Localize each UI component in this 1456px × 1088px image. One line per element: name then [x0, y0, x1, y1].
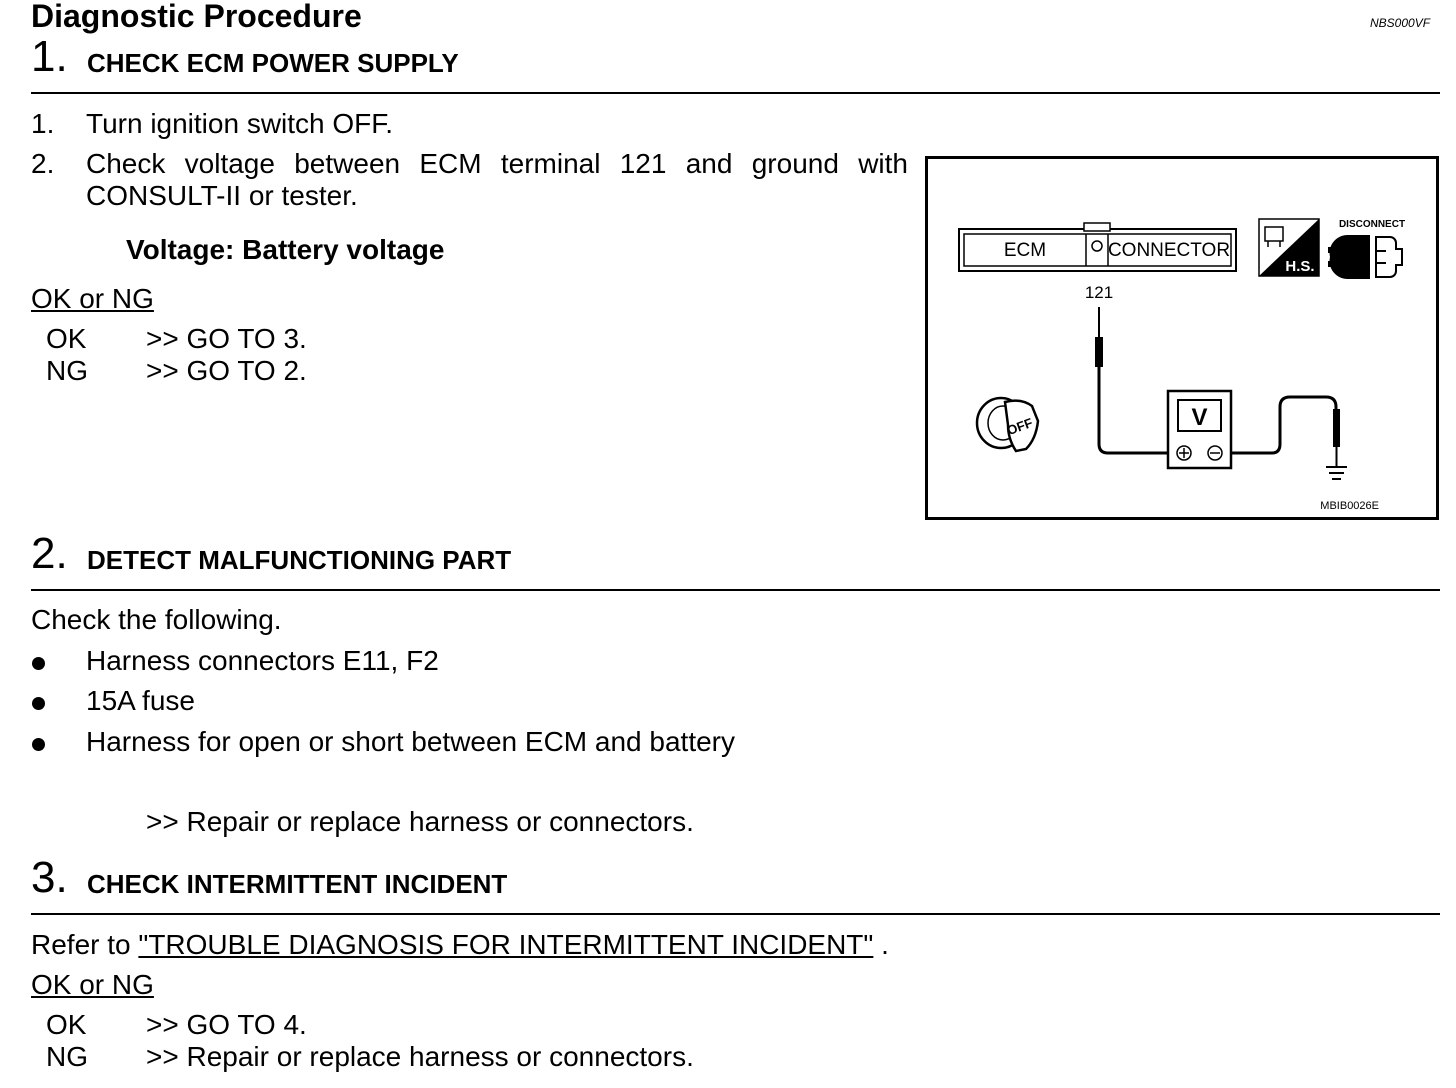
refer-prefix: Refer to — [31, 929, 139, 960]
step-2-bullet-3: Harness for open or short between ECM an… — [86, 726, 736, 757]
bullet-marker — [32, 697, 45, 710]
step-1-result-ok-code: OK — [46, 323, 87, 354]
step-1-item-2-line-1: Check voltage between ECM terminal 121 a… — [86, 148, 908, 179]
intermittent-incident-link[interactable]: "TROUBLE DIAGNOSIS FOR INTERMITTENT INCI… — [138, 929, 874, 960]
step-3-result-label: OK or NG — [31, 969, 154, 1000]
wiring-diagram: ECM CONNECTOR H.S. DISCONNECT 121 — [958, 218, 1405, 512]
step-2-intro: Check the following. — [31, 604, 282, 635]
negative-probe — [1231, 395, 1340, 467]
meter-label: V — [1191, 404, 1207, 431]
page-title: Diagnostic Procedure — [31, 0, 362, 34]
bullet-marker — [32, 738, 45, 751]
figure-code: MBIB0026E — [1320, 500, 1379, 512]
hs-label: H.S. — [1285, 258, 1314, 275]
connector-ecm-label: ECM — [1004, 240, 1046, 261]
disconnect-icon: DISCONNECT — [1328, 219, 1405, 280]
step-1-result-ok-action: >> GO TO 3. — [146, 323, 307, 354]
step-1-title: CHECK ECM POWER SUPPLY — [87, 48, 459, 78]
step-2-bullet-2: 15A fuse — [86, 685, 195, 716]
step-2-divider — [31, 589, 1440, 591]
terminal-label: 121 — [1085, 283, 1113, 302]
voltmeter: V — [1166, 389, 1233, 470]
step-1-item-1-number: 1. — [31, 108, 55, 139]
step-3-refer-line: Refer to "TROUBLE DIAGNOSIS FOR INTERMIT… — [31, 929, 889, 961]
step-3-divider — [31, 913, 1440, 915]
wiring-figure: ECM CONNECTOR H.S. DISCONNECT 121 — [925, 156, 1439, 520]
step-1-result-label: OK or NG — [31, 283, 154, 314]
step-1-item-1-text: Turn ignition switch OFF. — [86, 108, 394, 139]
doc-code: NBS000VF — [1370, 16, 1431, 30]
step-1-item-2-line-2: CONSULT-II or tester. — [86, 180, 358, 211]
step-1-result-ng-action: >> GO TO 2. — [146, 355, 307, 386]
ecm-connector: ECM CONNECTOR — [958, 222, 1237, 272]
step-2-title: DETECT MALFUNCTIONING PART — [87, 545, 512, 575]
step-2-number: 2. — [31, 529, 68, 578]
step-2-action: >> Repair or replace harness or connecto… — [146, 806, 694, 837]
ground-symbol — [1326, 466, 1347, 480]
step-3-result-ok-code: OK — [46, 1009, 87, 1040]
positive-probe — [1095, 307, 1178, 455]
step-1-result-ng-code: NG — [46, 355, 88, 386]
step-1-divider — [31, 92, 1440, 94]
bullet-marker — [32, 657, 45, 670]
ignition-off-icon: OFF — [975, 396, 1040, 453]
step-3-result-ok-action: >> GO TO 4. — [146, 1009, 307, 1040]
refer-suffix: . — [873, 929, 889, 960]
step-3-title: CHECK INTERMITTENT INCIDENT — [87, 869, 508, 899]
step-1-spec: Voltage: Battery voltage — [126, 234, 445, 265]
step-1-item-2-number: 2. — [31, 148, 55, 179]
step-3-result-ng-code: NG — [46, 1041, 88, 1072]
step-3-number: 3. — [31, 853, 68, 902]
step-1-number: 1. — [31, 32, 68, 81]
disconnect-label: DISCONNECT — [1339, 219, 1405, 230]
connector-name-label: CONNECTOR — [1108, 240, 1230, 261]
step-2-bullet-1: Harness connectors E11, F2 — [86, 645, 439, 676]
harness-service-icon: H.S. — [1258, 218, 1320, 277]
step-3-result-ng-action: >> Repair or replace harness or connecto… — [146, 1041, 694, 1072]
